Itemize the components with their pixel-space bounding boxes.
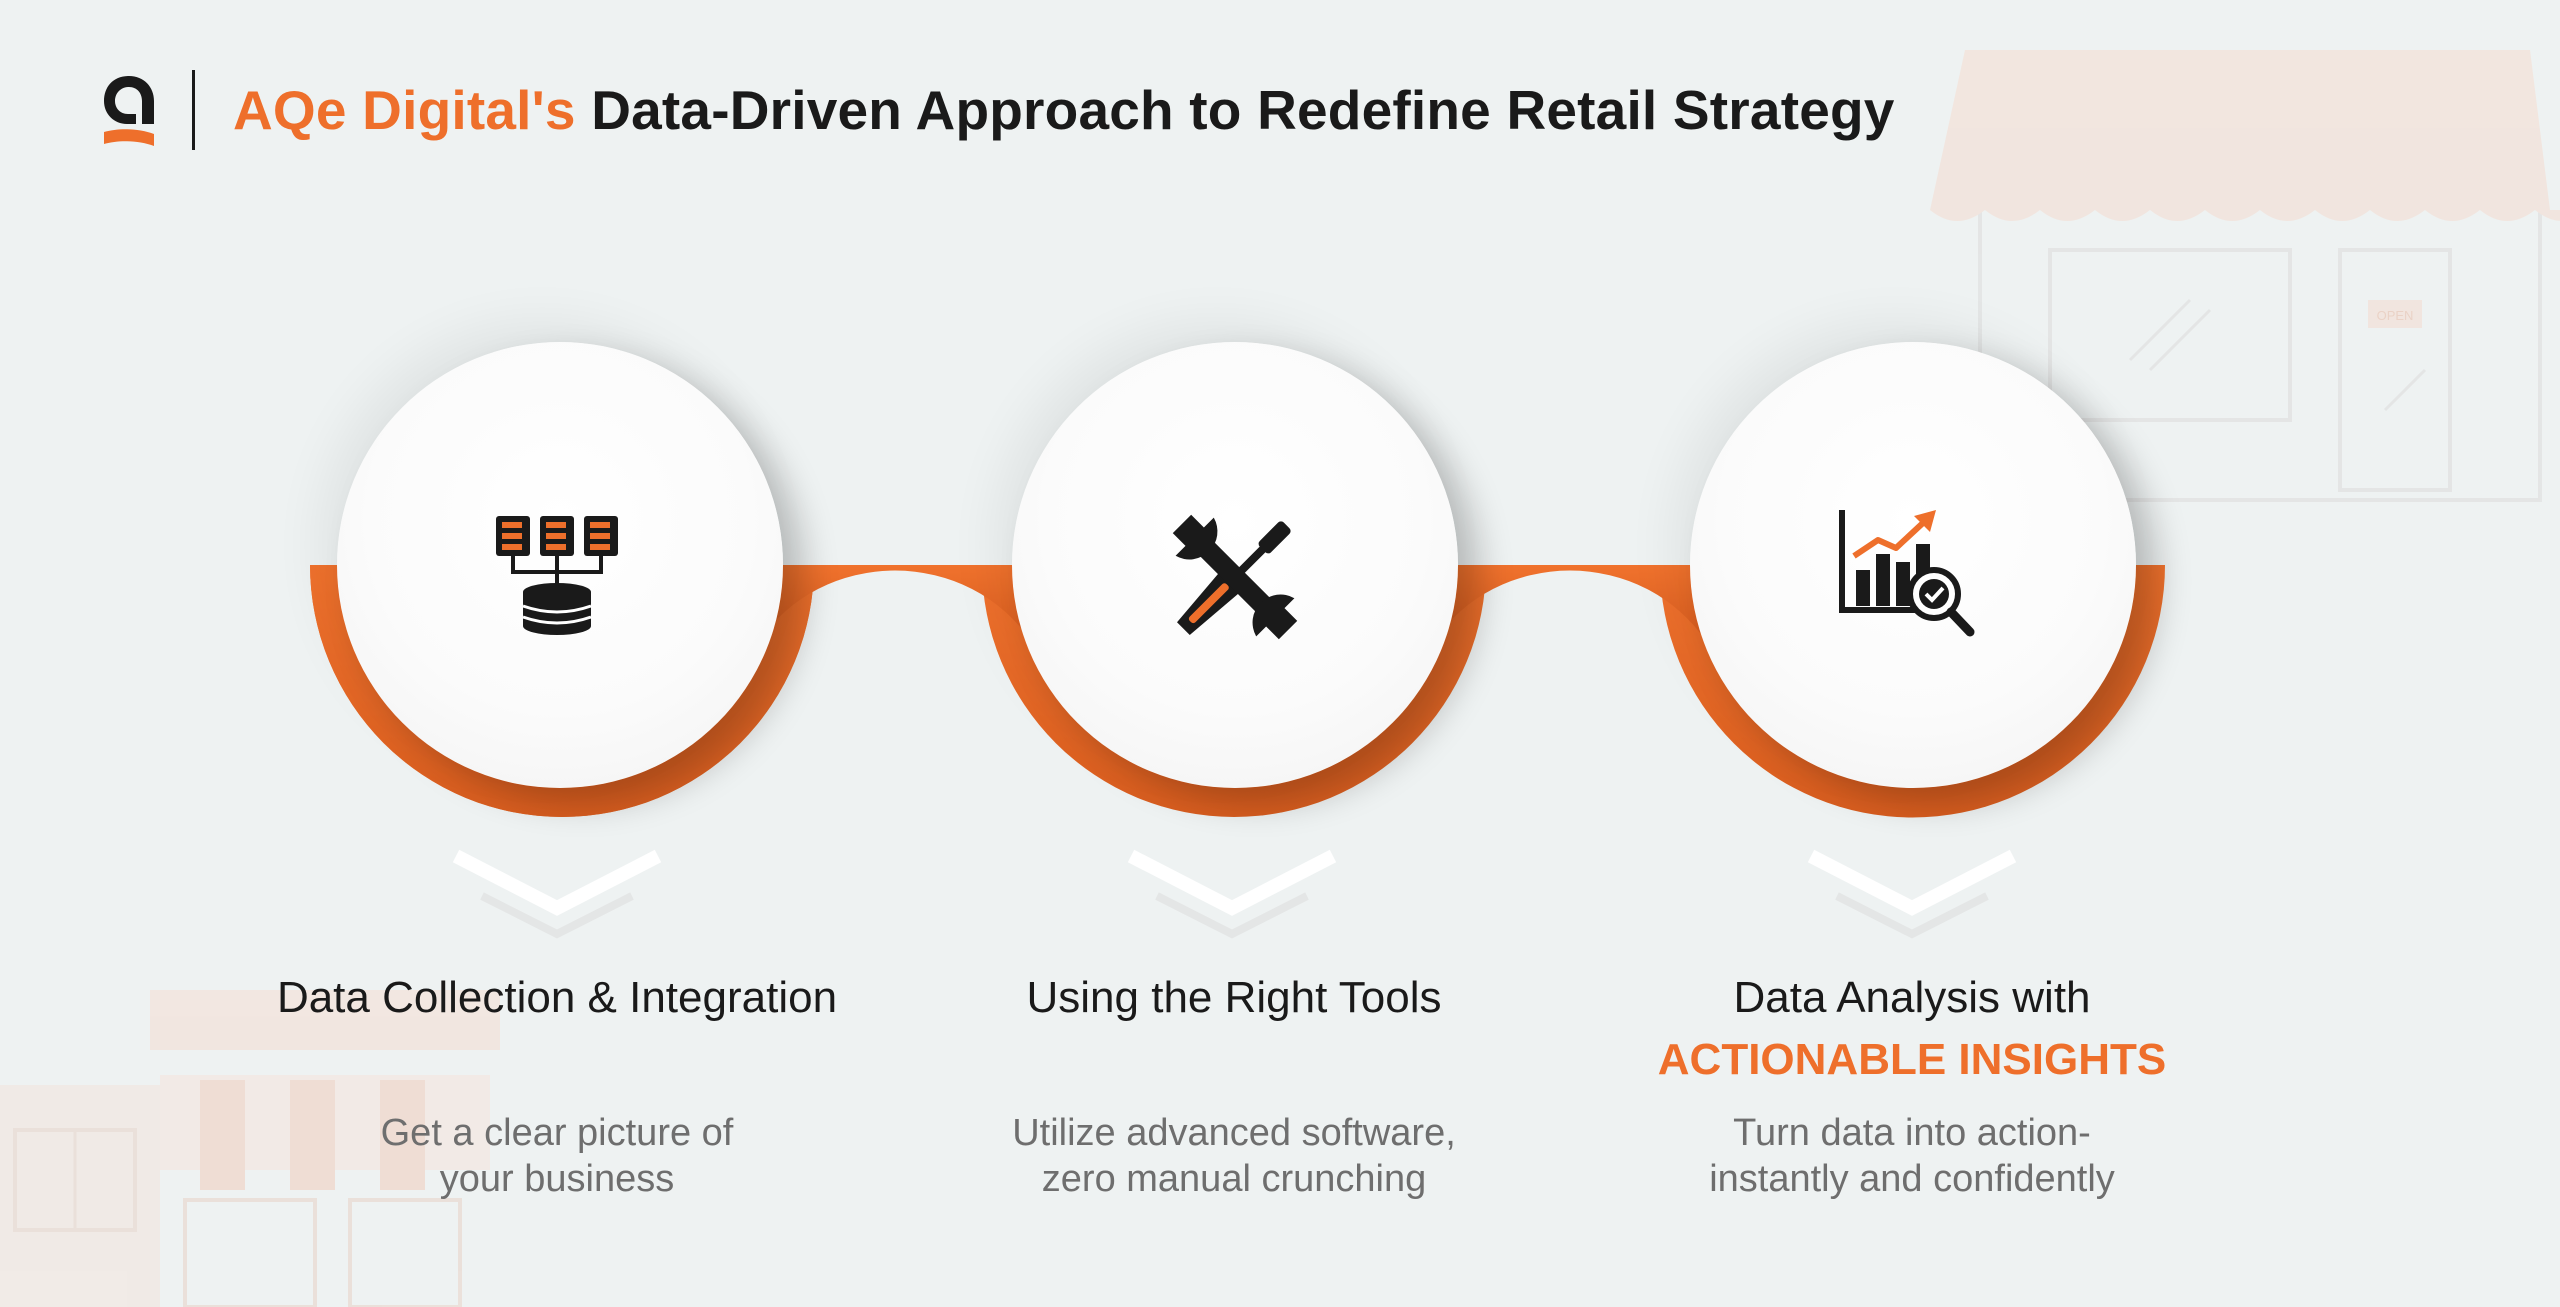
- step-3-chevron-icon: [1807, 849, 2017, 939]
- step-3-title: Data Analysis with: [1733, 973, 2091, 1022]
- step-3-circle: [1690, 342, 2136, 788]
- step-1-description-line-2: your business: [439, 1158, 675, 1200]
- step-2-description-line-2: zero manual crunching: [1041, 1158, 1427, 1200]
- step-3-description: Turn data into action- instantly and con…: [1512, 1110, 2312, 1202]
- step-2-title: Using the Right Tools: [1026, 973, 1442, 1022]
- step-3-accent-title: ACTIONABLE INSIGHTS: [1657, 1035, 2167, 1084]
- storefront-illustration-bottom-left: [0, 990, 500, 1307]
- chart-magnifier-icon: [1839, 510, 1975, 637]
- step-2-description-line-1: Utilize advanced software,: [1012, 1112, 1456, 1154]
- step-1-circle: [337, 342, 783, 788]
- aqe-logo-icon: [104, 76, 154, 146]
- band-bridge-2: [1435, 565, 1705, 640]
- step-2-description: Utilize advanced software, zero manual c…: [834, 1110, 1634, 1202]
- wrench-screwdriver-icon: [1172, 514, 1298, 640]
- step-3-description-line-1: Turn data into action-: [1733, 1112, 2091, 1154]
- step-1-chevron-icon: [452, 849, 662, 939]
- page-title-text: Data-Driven Approach to Redefine Retail …: [591, 79, 1895, 141]
- page-title-brand: AQe Digital's: [233, 79, 576, 141]
- band-bridge-1: [760, 565, 1030, 640]
- step-3-description-line-2: instantly and confidently: [1709, 1158, 2115, 1200]
- step-1-description-line-1: Get a clear picture of: [380, 1112, 734, 1154]
- database-servers-icon: [496, 516, 618, 635]
- step-1-title: Data Collection & Integration: [276, 973, 838, 1022]
- header: AQe Digital's Data-Driven Approach to Re…: [100, 68, 1895, 152]
- step-2-chevron-icon: [1127, 849, 1337, 939]
- page-title: AQe Digital's Data-Driven Approach to Re…: [233, 78, 1895, 142]
- header-divider: [192, 70, 195, 150]
- step-1-description: Get a clear picture of your business: [157, 1110, 957, 1202]
- open-sign-text: OPEN: [2377, 308, 2414, 323]
- storefront-illustration-top-right: OPEN: [1930, 50, 2560, 502]
